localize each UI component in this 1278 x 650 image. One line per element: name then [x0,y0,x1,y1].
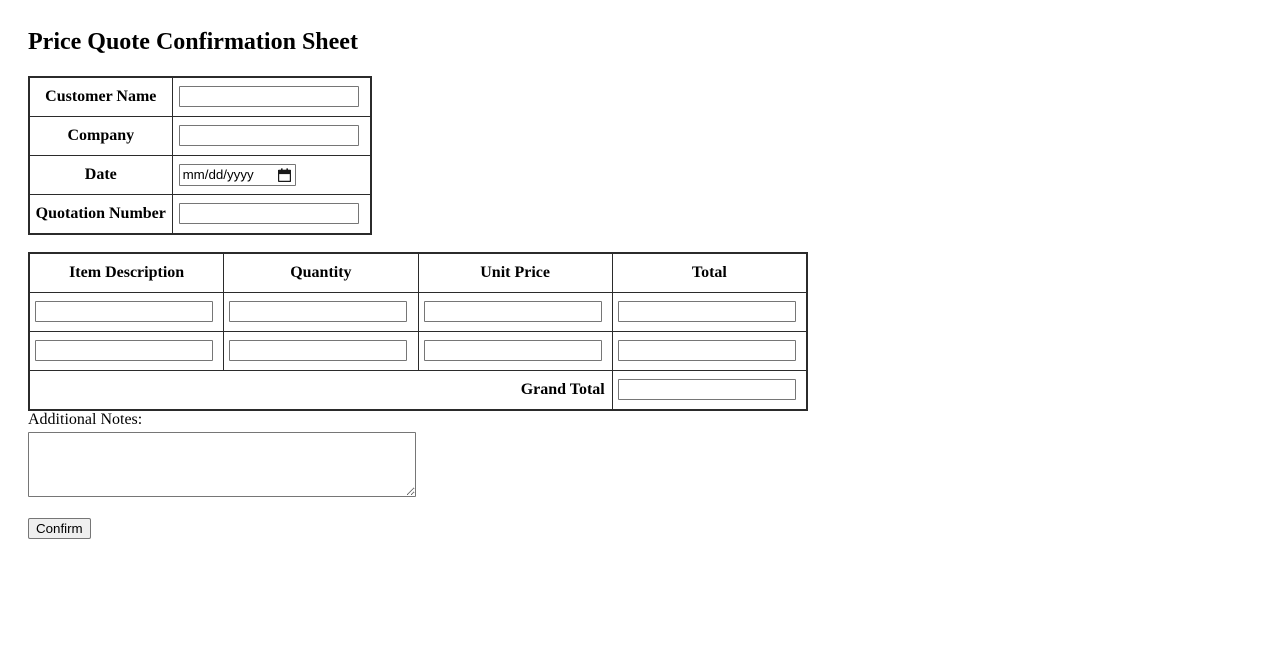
quotation-number-input[interactable] [178,203,359,225]
quantity-cell [223,291,419,332]
customer-name-input[interactable] [178,86,359,108]
additional-notes-section: Additional Notes: [28,411,1278,497]
confirm-button[interactable]: Confirm [28,517,91,539]
customer-info-table: Customer Name Company Date mm/dd/yyyy [28,75,372,235]
customer-name-label: Customer Name [28,76,173,117]
action-bar: Confirm [28,517,1278,539]
date-cell: mm/dd/yyyy [171,154,372,195]
column-header-total: Total [611,252,808,293]
total-cell [611,291,808,332]
unit-price-input-row-1[interactable] [423,301,602,323]
item-description-cell [28,330,225,371]
calendar-icon[interactable] [277,167,291,182]
company-cell [171,115,372,156]
date-placeholder-text: mm/dd/yyyy [182,167,254,183]
grand-total-input[interactable] [617,379,796,401]
quantity-input-row-2[interactable] [229,340,408,362]
page-title: Price Quote Confirmation Sheet [28,29,358,55]
quotation-number-cell [171,193,372,235]
company-input[interactable] [178,125,359,147]
table-row [28,291,808,332]
quantity-cell [223,330,419,371]
table-row: Customer Name [28,76,372,117]
date-input[interactable]: mm/dd/yyyy [178,163,296,186]
company-label: Company [28,115,173,156]
table-row: Company [28,115,372,156]
additional-notes-textarea[interactable] [28,431,416,497]
grand-total-row: Grand Total [28,369,808,411]
table-row: Quotation Number [28,193,372,235]
total-input-row-1[interactable] [617,301,796,323]
unit-price-input-row-2[interactable] [423,340,602,362]
page-container: Price Quote Confirmation Sheet Customer … [28,29,1278,539]
quotation-number-label: Quotation Number [28,193,173,235]
item-description-input-row-2[interactable] [35,340,213,362]
item-description-input-row-1[interactable] [35,301,213,323]
grand-total-cell [611,369,808,411]
line-items-table: Item Description Quantity Unit Price Tot… [28,251,808,411]
column-header-quantity: Quantity [223,252,419,293]
unit-price-cell [417,330,613,371]
customer-name-cell [171,76,372,117]
date-label: Date [28,154,173,195]
column-header-unit-price: Unit Price [417,252,613,293]
quantity-input-row-1[interactable] [229,301,408,323]
grand-total-label: Grand Total [28,369,613,411]
table-row [28,330,808,371]
unit-price-cell [417,291,613,332]
additional-notes-label: Additional Notes: [28,410,143,428]
table-header-row: Item Description Quantity Unit Price Tot… [28,252,808,293]
total-cell [611,330,808,371]
table-row: Date mm/dd/yyyy [28,154,372,195]
column-header-item-description: Item Description [28,252,225,293]
total-input-row-2[interactable] [617,340,796,362]
item-description-cell [28,291,225,332]
